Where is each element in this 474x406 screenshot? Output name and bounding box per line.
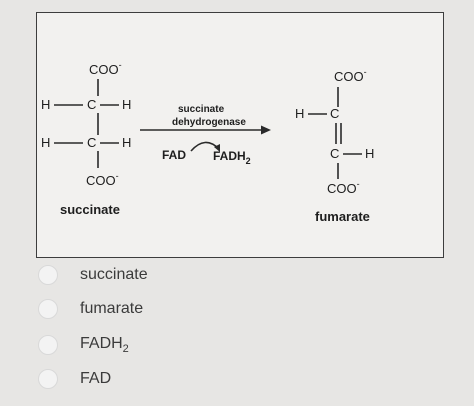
fumarate-name: fumarate: [315, 209, 370, 224]
reaction-arrow-group: succinate dehydrogenase FAD FADH2: [140, 104, 271, 166]
fumarate-h-2: H: [365, 146, 374, 161]
succinate-h-4: H: [122, 135, 131, 150]
fumarate-top-carboxylate: COO-: [334, 67, 367, 84]
fumarate-carbon-2: C: [330, 146, 339, 161]
succinate-h-2: H: [122, 97, 131, 112]
option-label: FAD: [80, 370, 112, 387]
radio-button[interactable]: [38, 299, 58, 319]
option-label: fumarate: [80, 300, 144, 317]
succinate-structure: COO- H C H H C H COO- succinate: [41, 60, 131, 217]
succinate-top-carboxylate: COO-: [89, 60, 122, 77]
option-fumarate[interactable]: fumarate: [36, 292, 143, 326]
enzyme-name-line2: dehydrogenase: [172, 117, 246, 128]
radio-button[interactable]: [38, 369, 58, 389]
succinate-carbon-1: C: [87, 97, 96, 112]
option-succinate[interactable]: succinate: [36, 258, 148, 292]
cofactor-arrowhead: [214, 144, 220, 152]
fumarate-h-1: H: [295, 106, 304, 121]
enzyme-name-line1: succinate: [178, 104, 225, 115]
option-fadh2[interactable]: FADH2: [36, 328, 129, 362]
reaction-diagram: COO- H C H H C H COO- succinate succinat…: [36, 12, 444, 258]
reaction-arrowhead: [261, 125, 271, 135]
option-label: succinate: [80, 266, 148, 283]
option-fad[interactable]: FAD: [36, 362, 111, 396]
fumarate-structure: COO- H C C H COO- fumarate: [295, 67, 374, 224]
radio-button[interactable]: [38, 265, 58, 285]
option-label: FADH2: [80, 334, 129, 356]
succinate-bottom-carboxylate: COO-: [86, 171, 119, 188]
cofactor-fad: FAD: [162, 148, 186, 162]
fumarate-carbon-1: C: [330, 106, 339, 121]
succinate-name: succinate: [60, 202, 120, 217]
cofactor-fadh2: FADH2: [213, 149, 251, 166]
fumarate-bottom-carboxylate: COO-: [327, 179, 360, 196]
reaction-svg: COO- H C H H C H COO- succinate succinat…: [41, 60, 374, 224]
succinate-h-3: H: [41, 135, 50, 150]
succinate-h-1: H: [41, 97, 50, 112]
radio-button[interactable]: [38, 335, 58, 355]
succinate-carbon-2: C: [87, 135, 96, 150]
